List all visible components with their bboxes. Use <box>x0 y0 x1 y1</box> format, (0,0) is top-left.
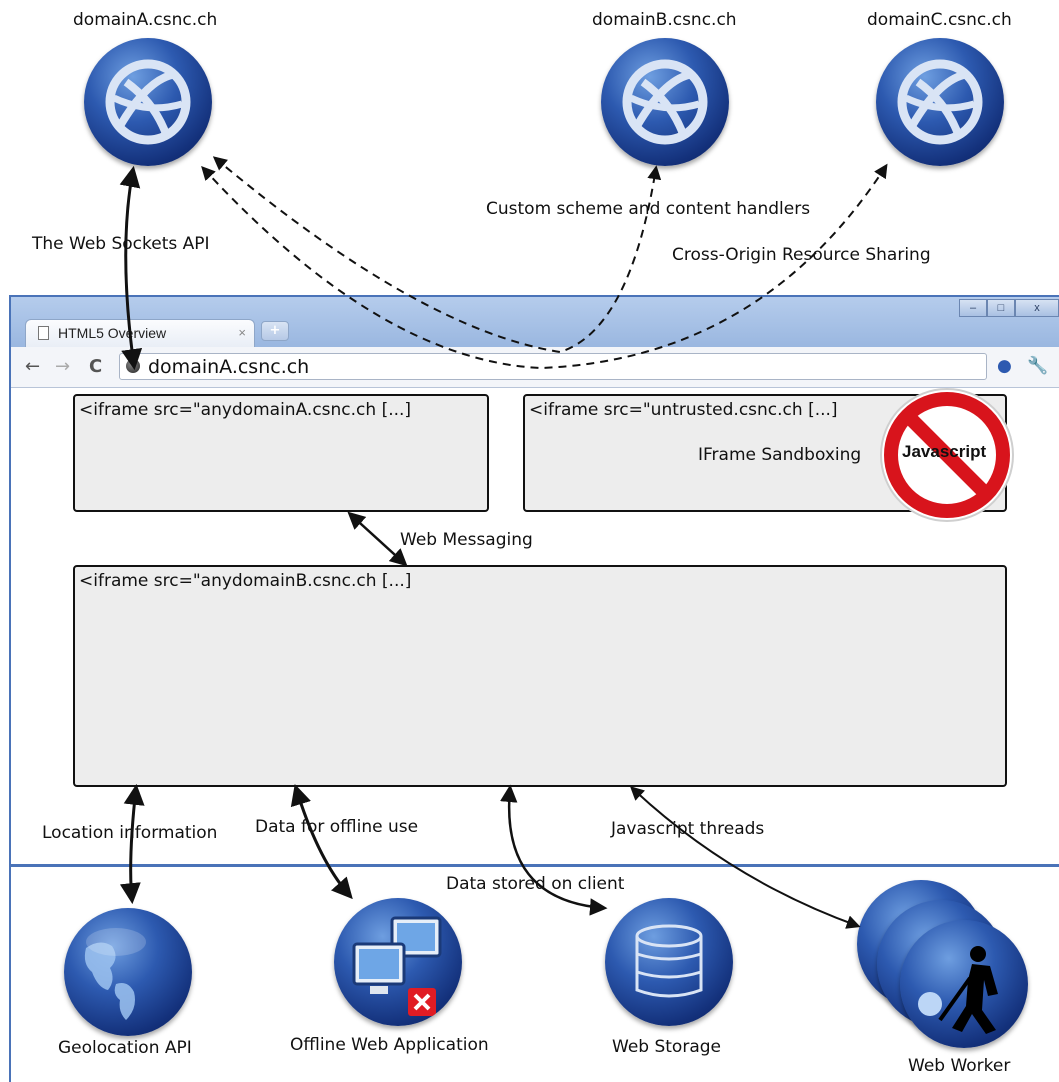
address-text: domainA.csnc.ch <box>148 356 310 378</box>
web-worker-label: Web Worker <box>908 1056 1011 1076</box>
iframe-domain-b-src: <iframe src="anydomainB.csnc.ch [...] <box>79 571 412 591</box>
wrench-icon[interactable]: 🔧 <box>1027 356 1049 376</box>
geolocation-label: Geolocation API <box>58 1038 192 1058</box>
site-info-icon <box>126 359 140 373</box>
page-icon <box>38 326 49 340</box>
sandboxing-label: IFrame Sandboxing <box>698 445 862 465</box>
geolocation-globe-icon <box>64 908 192 1036</box>
back-arrow-icon[interactable]: ← <box>25 356 41 377</box>
offline-app-label: Offline Web Application <box>290 1035 489 1055</box>
minimize-button[interactable]: – <box>959 299 987 317</box>
domain-b-label: domainB.csnc.ch <box>592 10 737 30</box>
domain-b-globe-icon <box>601 38 729 166</box>
offline-app-icon <box>334 898 462 1026</box>
domain-a-label: domainA.csnc.ch <box>73 10 218 30</box>
cors-label: Cross-Origin Resource Sharing <box>672 245 931 265</box>
tab-html5-overview[interactable]: HTML5 Overview × <box>25 319 255 347</box>
web-sockets-label: The Web Sockets API <box>32 234 210 254</box>
browser-api-separator <box>9 864 1059 867</box>
custom-scheme-label: Custom scheme and content handlers <box>486 199 811 219</box>
maximize-button[interactable]: □ <box>987 299 1015 317</box>
browser-toolbar: ← → C domainA.csnc.ch ● 🔧 <box>11 347 1059 388</box>
close-window-button[interactable]: x <box>1015 299 1059 317</box>
web-storage-label: Web Storage <box>612 1037 721 1057</box>
web-messaging-label: Web Messaging <box>400 530 533 550</box>
forward-arrow-icon[interactable]: → <box>55 356 71 377</box>
client-storage-label: Data stored on client <box>446 874 625 894</box>
tab-close-icon[interactable]: × <box>238 325 246 340</box>
web-worker-icon <box>900 920 1028 1048</box>
browser-titlebar: HTML5 Overview × + – □ x <box>11 297 1059 347</box>
no-javascript-sign-icon: Javascript <box>878 386 1016 524</box>
globe-tool-icon[interactable]: ● <box>997 356 1012 376</box>
domain-c-label: domainC.csnc.ch <box>867 10 1012 30</box>
domain-a-globe-icon <box>84 38 212 166</box>
iframe-domain-a-src: <iframe src="anydomainA.csnc.ch [...] <box>79 400 412 420</box>
iframe-domain-a: <iframe src="anydomainA.csnc.ch [...] <box>73 394 489 512</box>
web-storage-database-icon <box>605 898 733 1026</box>
no-javascript-sign-text: Javascript <box>902 442 987 461</box>
iframe-untrusted-src: <iframe src="untrusted.csnc.ch [...] <box>529 400 838 420</box>
location-label: Location information <box>42 823 218 843</box>
reload-icon[interactable]: C <box>89 356 103 377</box>
threads-label: Javascript threads <box>611 819 765 839</box>
tab-title: HTML5 Overview <box>58 325 167 341</box>
iframe-domain-b: <iframe src="anydomainB.csnc.ch [...] <box>73 565 1007 787</box>
address-bar[interactable]: domainA.csnc.ch <box>119 353 987 380</box>
domain-c-globe-icon <box>876 38 1004 166</box>
new-tab-button[interactable]: + <box>261 321 289 341</box>
offline-data-label: Data for offline use <box>255 817 419 837</box>
